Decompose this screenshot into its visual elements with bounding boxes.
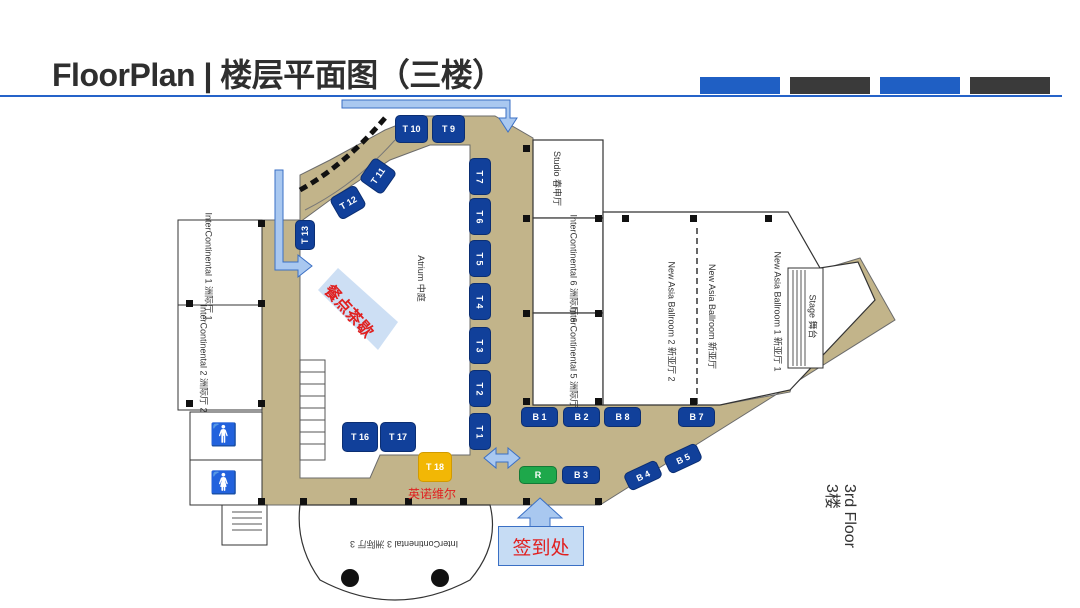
booth-r[interactable]: R bbox=[519, 466, 557, 484]
ballroom-room bbox=[602, 211, 876, 406]
booth-t5[interactable]: T 5 bbox=[469, 240, 491, 277]
ic1-room bbox=[177, 219, 263, 306]
booth-b3[interactable]: B 3 bbox=[562, 466, 600, 484]
stage-stripes bbox=[792, 270, 806, 366]
ic2-label: InterContinental 2 洲际厅 2 bbox=[198, 304, 209, 413]
booth-b7[interactable]: B 7 bbox=[678, 407, 715, 427]
booth-t4[interactable]: T 4 bbox=[469, 283, 491, 320]
pillar-2 bbox=[431, 569, 449, 587]
staircase bbox=[221, 504, 268, 546]
catering-zone bbox=[318, 268, 398, 350]
booth-b2[interactable]: B 2 bbox=[563, 407, 600, 427]
flow-arrow-left bbox=[274, 169, 313, 279]
women-restroom-icon: 🚺 bbox=[210, 470, 238, 495]
curved-wall bbox=[298, 116, 387, 193]
booth-t3[interactable]: T 3 bbox=[469, 327, 491, 364]
header-bar-1 bbox=[700, 77, 780, 94]
ic3-label: InterContinental 3 洲际厅 3 bbox=[350, 539, 459, 549]
booth-t1[interactable]: T 1 bbox=[469, 413, 491, 450]
floor-label: 3rd Floor 3楼 bbox=[822, 484, 858, 548]
ic6-label: InterContinental 6 洲际厅 6 bbox=[568, 214, 579, 323]
ic2-room bbox=[177, 304, 263, 411]
restroom-men bbox=[189, 411, 263, 461]
booth-t10[interactable]: T 10 bbox=[395, 115, 428, 143]
ic5-label: InterContinental 5 洲际厅 5 bbox=[568, 307, 579, 416]
atrium-label: Atrium 中庭 bbox=[415, 255, 426, 302]
booth-t6[interactable]: T 6 bbox=[469, 198, 491, 235]
nab2-label: New Asia Ballroom 2 新亚厅 2 bbox=[666, 261, 677, 382]
restroom-women bbox=[189, 459, 263, 506]
booth-b8[interactable]: B 8 bbox=[604, 407, 641, 427]
nab-label: New Asia Ballroom 新亚厅 bbox=[707, 263, 718, 370]
staircase-steps bbox=[232, 511, 262, 531]
booth-t9[interactable]: T 9 bbox=[432, 115, 465, 143]
booth-t18[interactable]: T 18 bbox=[418, 452, 452, 482]
booth-t16[interactable]: T 16 bbox=[342, 422, 378, 452]
booth-t13[interactable]: T 13 bbox=[295, 220, 315, 250]
booth-t7[interactable]: T 7 bbox=[469, 158, 491, 195]
registration-label: 签到处 bbox=[512, 537, 570, 559]
ic3-room bbox=[298, 504, 494, 601]
booth-t17[interactable]: T 17 bbox=[380, 422, 416, 452]
pillars bbox=[186, 145, 772, 505]
booth-b1[interactable]: B 1 bbox=[521, 407, 558, 427]
registration-box[interactable]: 签到处 bbox=[498, 526, 584, 566]
floor-label-en: 3rd Floor bbox=[841, 483, 859, 549]
stage-label: Stage 舞台 bbox=[806, 294, 820, 339]
flow-arrow-top bbox=[341, 99, 518, 133]
escalator bbox=[299, 359, 326, 461]
men-restroom-icon: 🚹 bbox=[210, 422, 238, 447]
floor-label-zh: 3楼 bbox=[823, 483, 841, 509]
flow-arrow-cross bbox=[483, 446, 521, 470]
header-bar-3 bbox=[880, 77, 960, 94]
title-underline bbox=[0, 95, 1062, 97]
nab1-label: New Asia Ballroom 1 新亚厅 1 bbox=[772, 251, 783, 372]
t18-company-label: 英诺维尔 bbox=[408, 487, 457, 501]
page-title: FloorPlan | 楼层平面图（三楼） bbox=[52, 57, 504, 93]
studio-label: Studio 春申厅 bbox=[552, 150, 563, 207]
header-bar-4 bbox=[970, 77, 1050, 94]
studio-room bbox=[532, 139, 604, 219]
header-bar-2 bbox=[790, 77, 870, 94]
booth-t2[interactable]: T 2 bbox=[469, 370, 491, 407]
pillar-1 bbox=[341, 569, 359, 587]
ic5-room bbox=[532, 312, 604, 406]
